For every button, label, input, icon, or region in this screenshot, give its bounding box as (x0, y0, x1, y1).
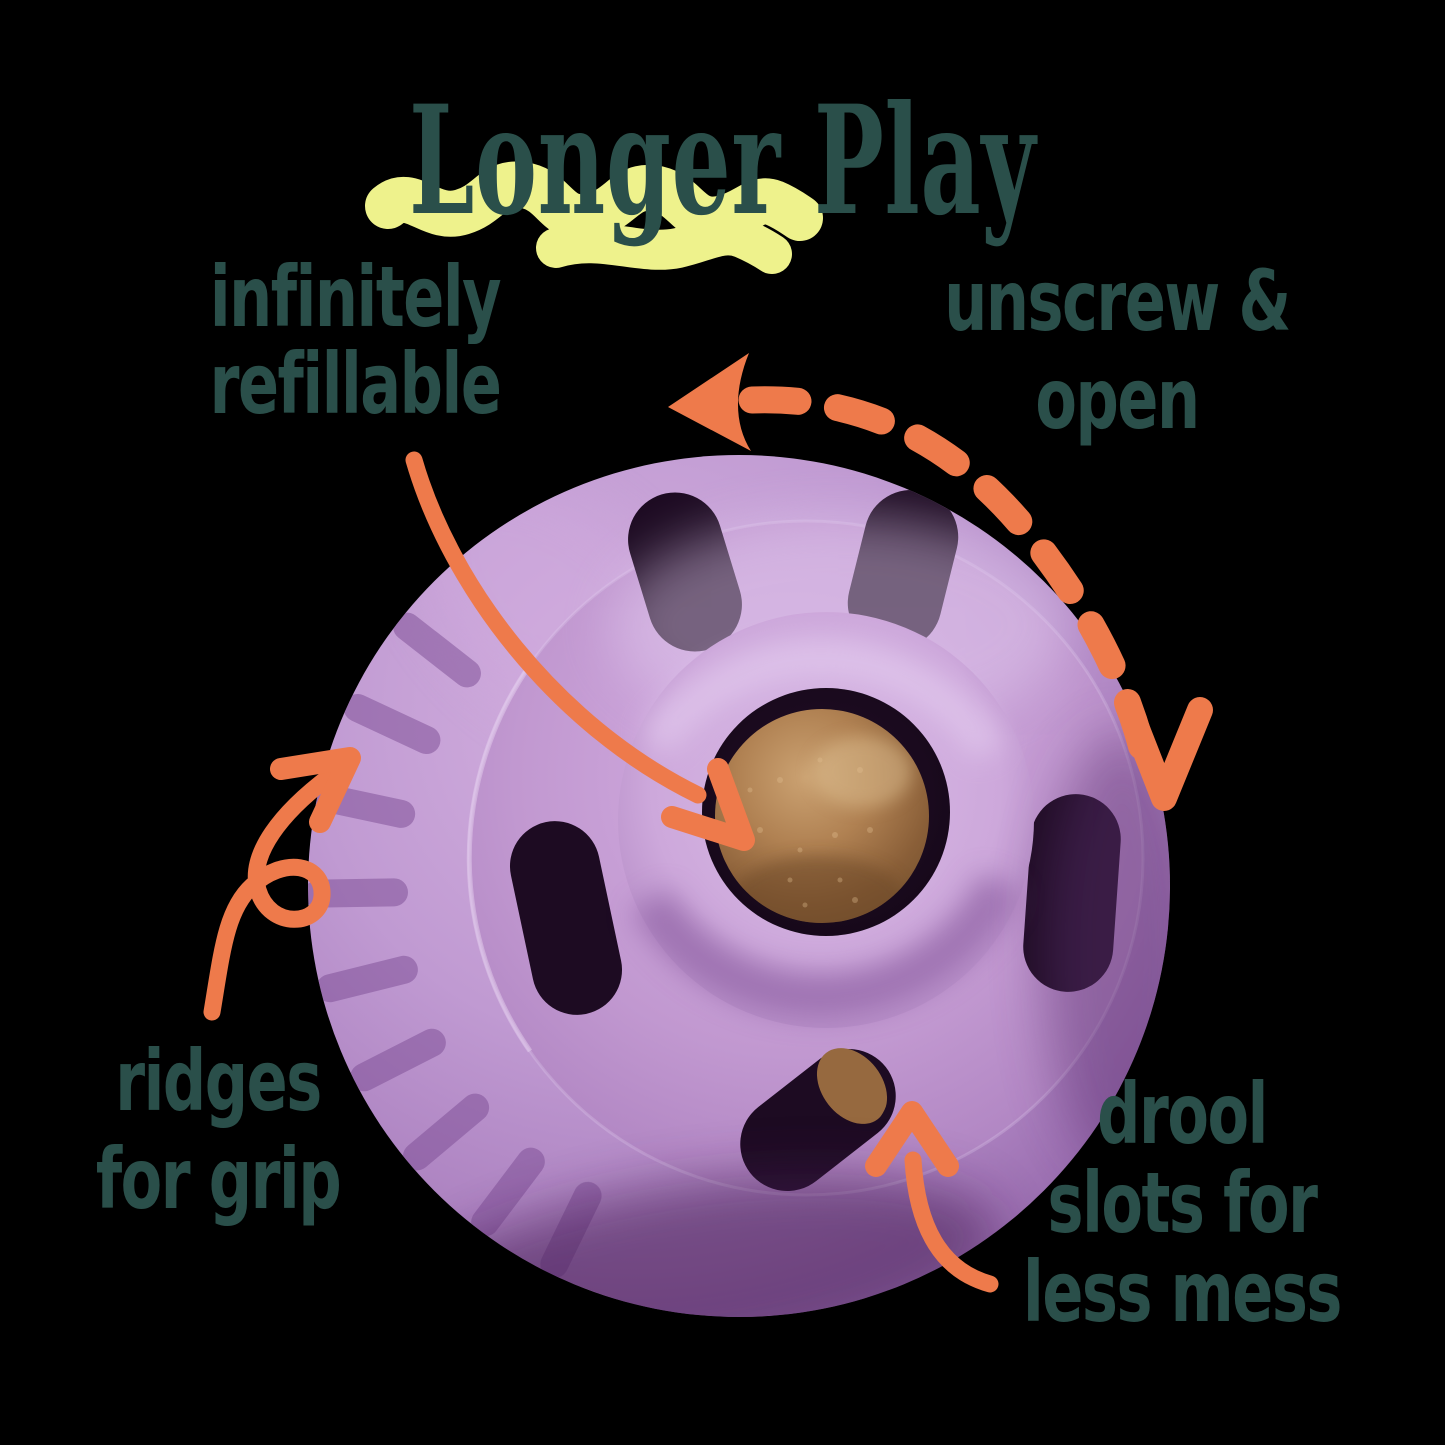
drool-arrow (904, 1151, 999, 1293)
treat-glimpse-in-slot (816, 1048, 888, 1124)
ridge-groove (316, 955, 418, 1003)
ridges-arrowhead-icon (270, 747, 361, 833)
refillable-arrow (405, 451, 707, 804)
ridge-groove (393, 612, 481, 688)
ridges-arrow (203, 767, 339, 1021)
label-line: for grip (95, 1130, 342, 1228)
unscrew-arrowhead-left-icon (668, 353, 751, 451)
ridge-groove (471, 1147, 545, 1237)
treat-speckles (747, 757, 873, 908)
label-line: drool (1097, 1065, 1268, 1163)
title-highlight-squiggle (365, 161, 823, 274)
label-line: slots for (1047, 1154, 1318, 1252)
drool-arrowhead-icon (865, 1101, 959, 1177)
face-seam-highlight (466, 663, 533, 1053)
treat-ball (308, 455, 1170, 1317)
page-title: Longer Play (409, 73, 1036, 249)
label-line: unscrew & (944, 252, 1291, 350)
treat-sheen (812, 736, 912, 808)
label-line: less mess (1023, 1243, 1342, 1341)
refillable-arrowhead-icon (661, 758, 755, 851)
label-unscrew-open: unscrew & open (865, 252, 1369, 448)
ridge-groove (350, 1028, 446, 1092)
ball-bottom-shadow (402, 1173, 998, 1317)
unscrew-arrowhead-down-icon (1115, 693, 1213, 811)
label-drool-slots: drool slots for less mess (930, 1070, 1434, 1337)
ridge-groove (343, 693, 441, 755)
grip-ridges (308, 455, 683, 1279)
squiggle-stroke-lower (536, 215, 792, 274)
treat-shadow (730, 856, 906, 923)
ridge-groove (402, 1093, 490, 1171)
label-line: refillable (209, 335, 502, 433)
annotation-arrows (203, 353, 1213, 1293)
label-infinitely-refillable: infinitely refillable (103, 254, 607, 428)
label-ridges-for-grip: ridges for grip (0, 1032, 470, 1228)
unscrew-dashed-arrow (738, 386, 1156, 762)
ring-highlight (640, 639, 1006, 762)
squiggle-stroke-upper (365, 161, 823, 243)
label-line: infinitely (209, 248, 502, 346)
label-line: open (1035, 350, 1200, 448)
ring-shadow (631, 872, 1020, 1017)
label-line: ridges (115, 1032, 322, 1130)
drool-slot (509, 821, 623, 1015)
